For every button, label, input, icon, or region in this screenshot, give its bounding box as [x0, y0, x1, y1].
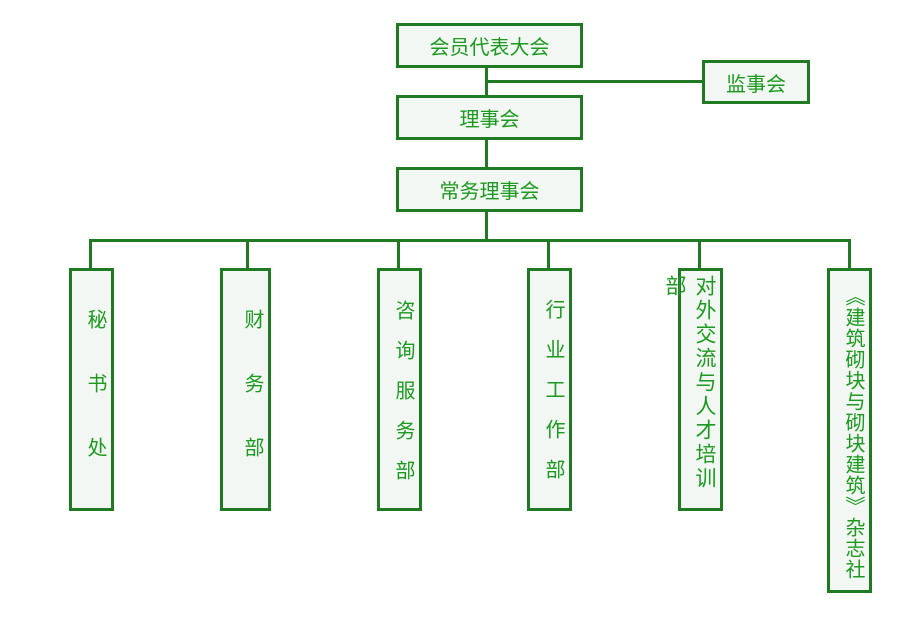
node-label: 咨询服务部	[392, 299, 416, 500]
node-label: 财务部	[241, 308, 265, 501]
node-supervisory: 监事会	[702, 60, 810, 104]
node-exchange-training: 对外交流与人才培训部	[663, 268, 723, 511]
connector-drop	[89, 240, 92, 269]
node-council: 理事会	[396, 95, 583, 140]
node-finance: 财务部	[220, 268, 271, 511]
connector-drop	[547, 240, 550, 269]
node-label: 常务理事会	[439, 179, 540, 203]
connector-drop	[246, 240, 249, 269]
node-label: 秘书处	[84, 308, 108, 501]
connector-horizontal-bus	[89, 239, 851, 242]
node-secretariat: 秘书处	[69, 268, 114, 511]
connector-trunk	[485, 66, 488, 242]
connector-drop	[698, 240, 701, 269]
node-magazine: 《建筑砌块与砌块建筑》杂志社	[827, 268, 872, 593]
node-label: 监事会	[726, 71, 786, 96]
node-label: 对外交流与人才培训部	[663, 275, 717, 491]
node-assembly: 会员代表大会	[396, 23, 583, 68]
connector-drop	[397, 240, 400, 269]
connector-supervisory	[486, 80, 703, 83]
node-standing-council: 常务理事会	[396, 167, 583, 212]
node-label: 理事会	[459, 107, 520, 131]
node-label: 行业工作部	[542, 298, 566, 499]
node-label: 《建筑砌块与砌块建筑》杂志社	[842, 285, 866, 580]
node-consulting: 咨询服务部	[377, 268, 422, 511]
connector-drop	[848, 240, 851, 269]
node-label: 会员代表大会	[429, 35, 550, 59]
node-industry: 行业工作部	[527, 268, 572, 511]
